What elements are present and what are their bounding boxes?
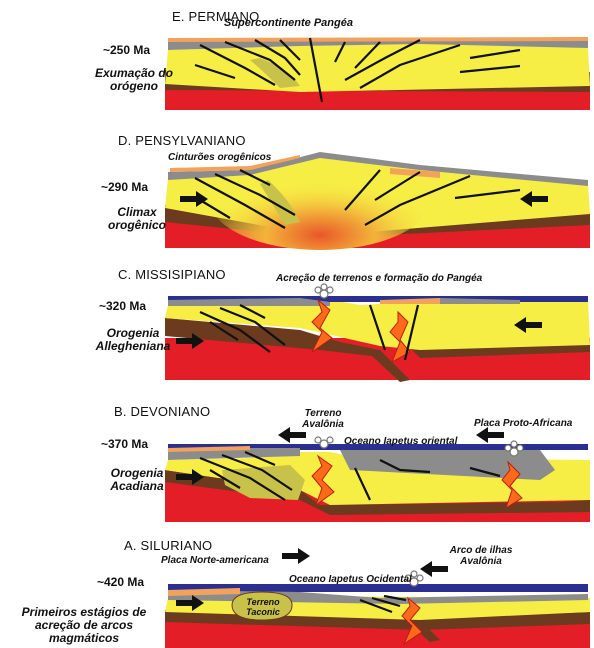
panel-a-annotation-taconic: Terreno Taconic — [240, 597, 286, 617]
panel-a-process: Primeiros estágios de acreção de arcos m… — [10, 606, 158, 645]
panel-d-stage-title: D. PENSYLVANIANO — [118, 133, 246, 148]
panel-e-age: ~250 Ma — [103, 43, 150, 57]
panel-e-annotation-pangea: Supercontinente Pangéa — [224, 17, 353, 29]
panel-a-stage-title: A. SILURIANO — [124, 538, 212, 553]
panel-b-process: Orogenia Acadiana — [106, 467, 168, 493]
panel-e-process: Exumação do orógeno — [92, 67, 176, 93]
panel-b-annotation-ocean: Oceano Iapetus oriental — [344, 436, 457, 447]
panel-c-age: ~320 Ma — [99, 299, 146, 313]
panel-b-age: ~370 Ma — [101, 437, 148, 451]
panel-a-annotation-na-plate: Placa Norte-americana — [161, 555, 269, 566]
panel-b-annotation-avalonia: Terreno Avalônia — [296, 408, 350, 430]
panel-d-process: Climax orogênico — [103, 206, 171, 232]
panel-b-arrow-left-africa — [476, 427, 504, 443]
panel-a-arrow-right-na — [282, 548, 310, 564]
panel-c-annotation-accretion: Acreção de terrenos e formação do Pangéa — [276, 273, 482, 284]
panel-c-process: Orogenia Allegheniana — [94, 327, 172, 353]
panel-c-section — [165, 284, 590, 382]
panel-b-annotation-proto-africa: Placa Proto-Africana — [474, 418, 572, 429]
panel-c-stage-title: C. MISSISIPIANO — [118, 267, 226, 282]
panel-b-stage-title: B. DEVONIANO — [114, 404, 210, 419]
panel-e-section — [165, 37, 590, 110]
panel-d-annotation-belts: Cinturões orogênicos — [168, 152, 271, 163]
panel-a-annotation-island-arc: Arco de ilhas Avalônia — [438, 545, 524, 567]
panel-c-volcano-plume — [315, 284, 333, 298]
panel-a-age: ~420 Ma — [97, 575, 144, 589]
panel-a-annotation-ocean: Oceano Iapetus Ocidental — [289, 574, 412, 585]
panel-d-section — [165, 150, 590, 250]
panel-d-age: ~290 Ma — [101, 180, 148, 194]
